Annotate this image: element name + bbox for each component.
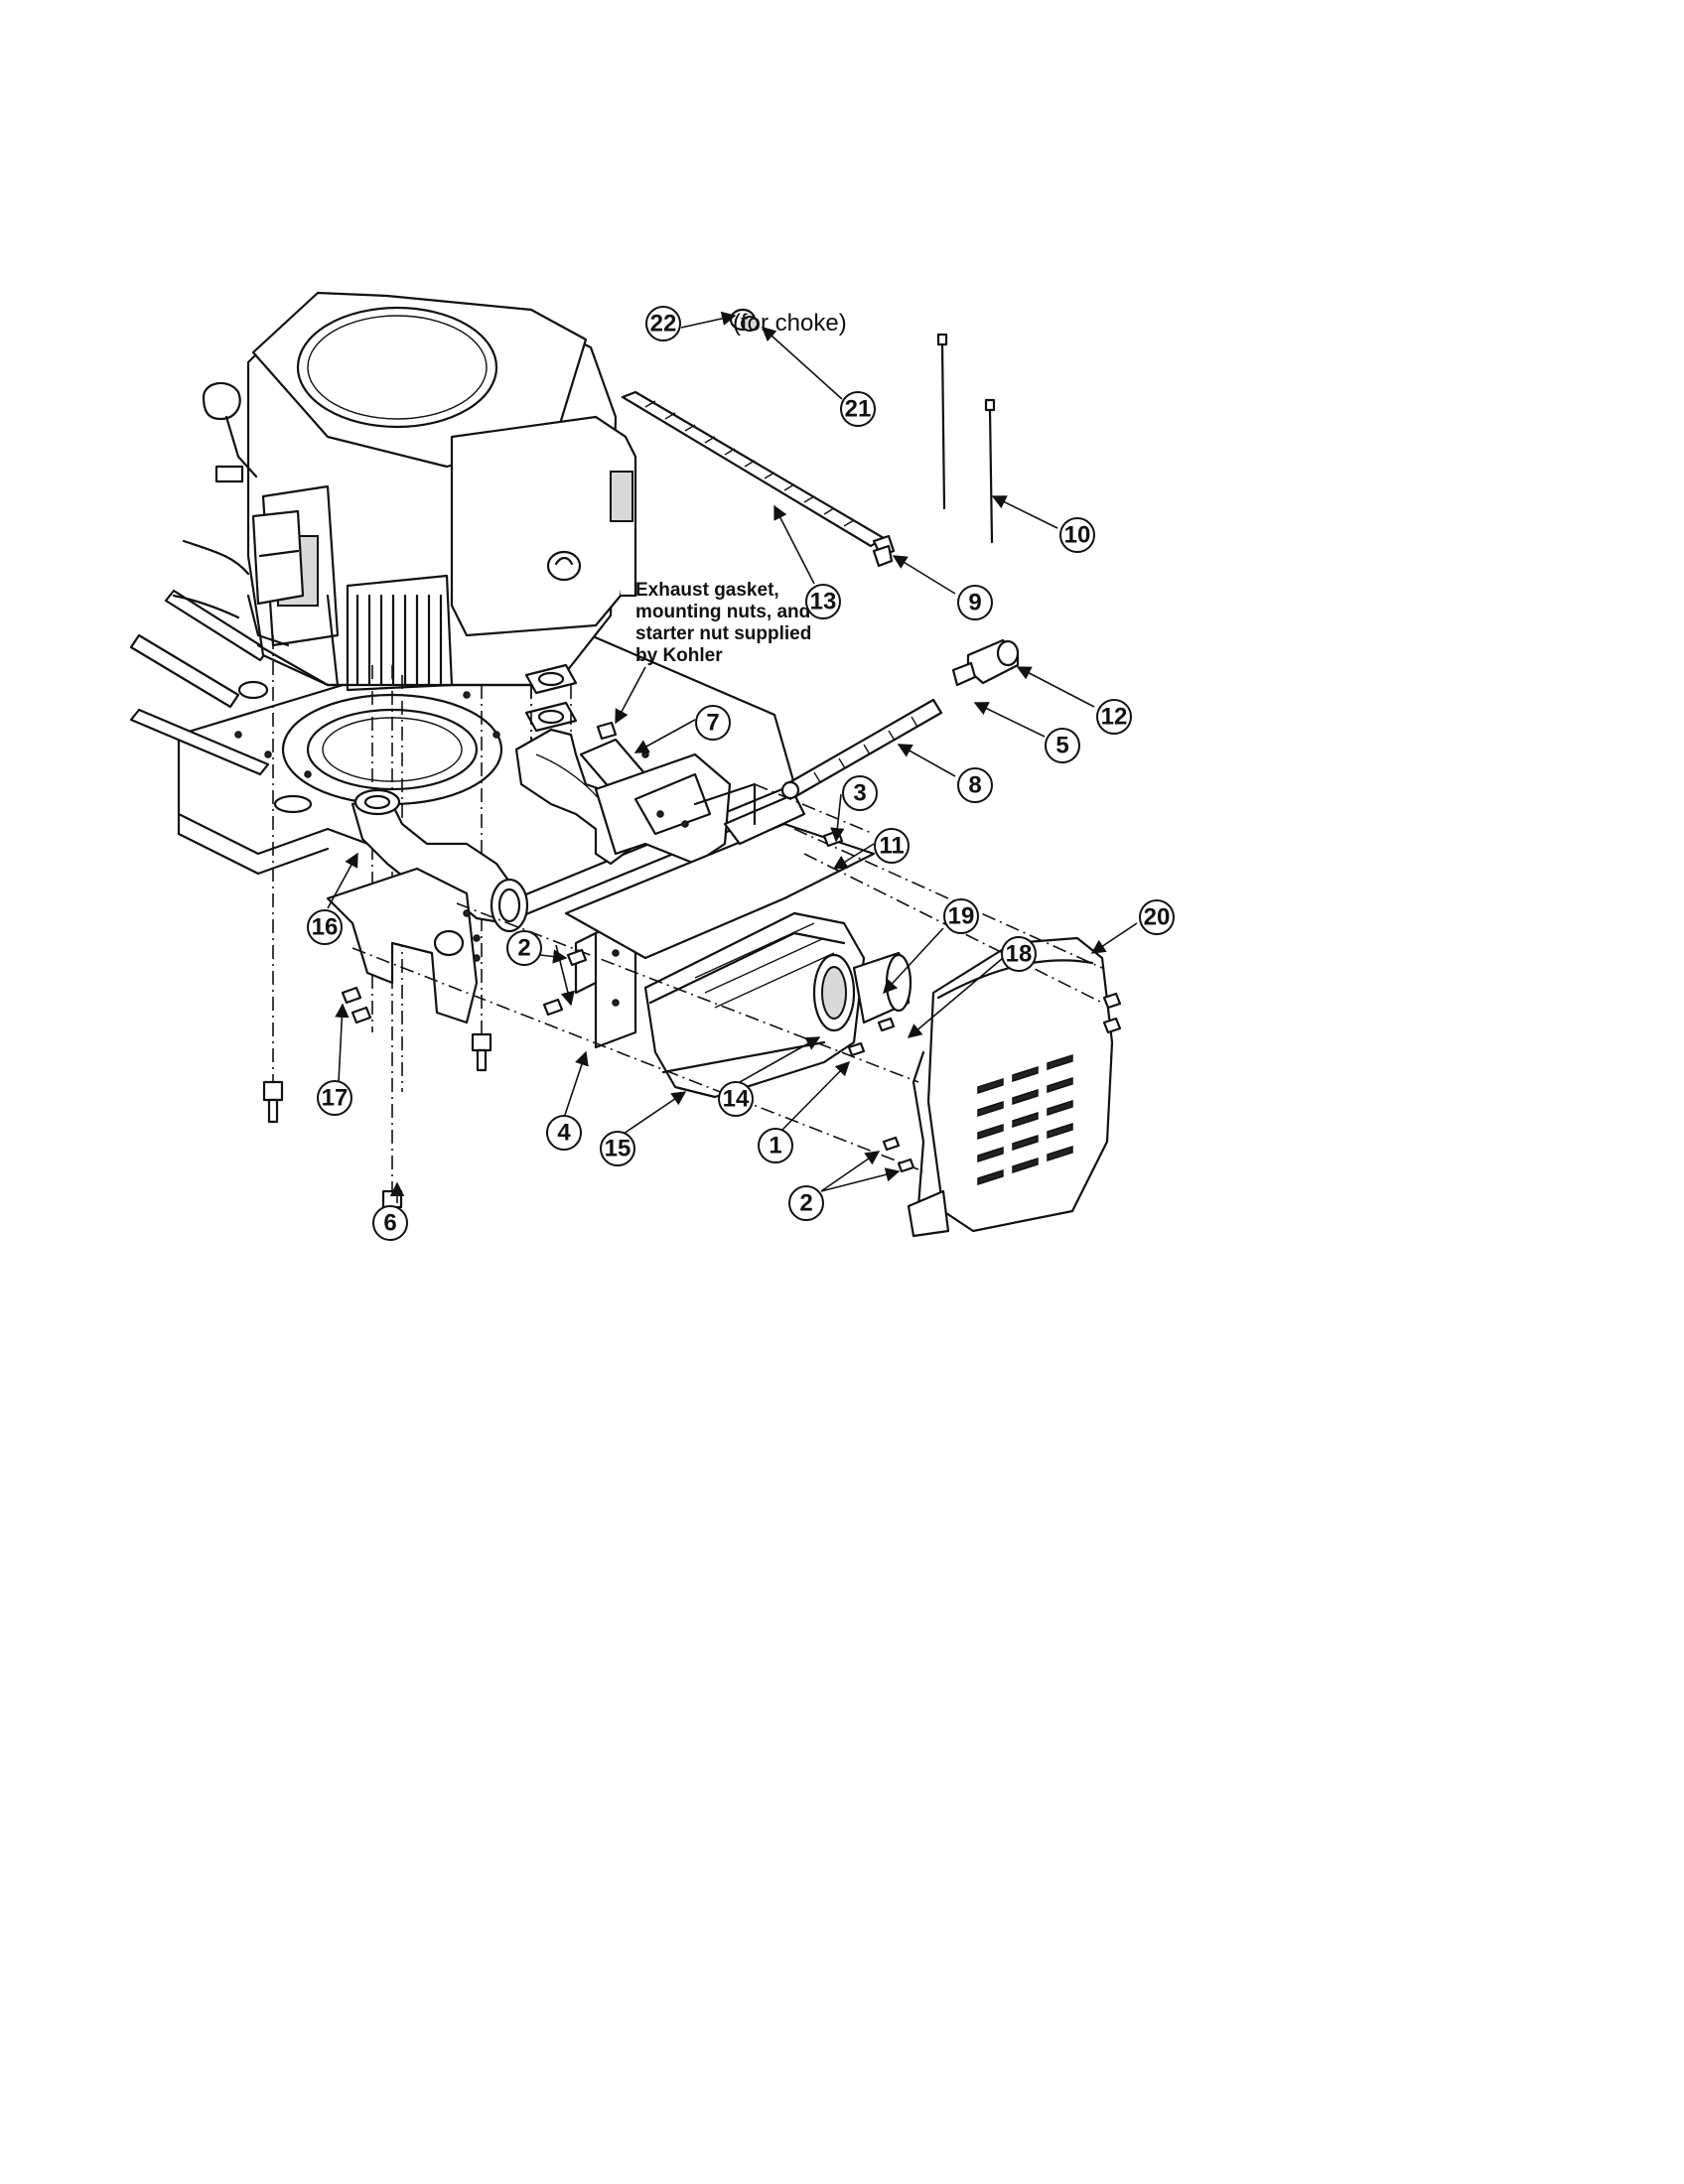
svg-text:19: 19 [948, 903, 975, 930]
muffler [643, 911, 866, 1099]
fuel-filter-12-5 [951, 638, 1020, 687]
callout-10: 10 [1059, 517, 1095, 553]
svg-text:16: 16 [312, 914, 339, 941]
callout-12: 12 [1096, 699, 1132, 735]
callout-6: 6 [372, 1205, 408, 1241]
leader-lines [327, 311, 1138, 1203]
svg-text:9: 9 [968, 590, 981, 616]
svg-text:21: 21 [845, 396, 872, 423]
callout-16: 16 [307, 909, 343, 945]
callout-2-upper: 2 [506, 930, 542, 966]
clip-9 [872, 544, 894, 568]
svg-text:13: 13 [810, 589, 837, 615]
callout-21: 21 [840, 391, 876, 427]
callout-5: 5 [1045, 728, 1080, 763]
svg-text:12: 12 [1101, 704, 1128, 731]
callout-22: 22 [645, 306, 681, 341]
fuel-hose-8 [780, 698, 943, 800]
exhaust-pipe-7 [514, 728, 647, 866]
svg-text:22: 22 [650, 311, 677, 338]
svg-text:10: 10 [1064, 522, 1091, 549]
callout-15: 15 [600, 1131, 635, 1166]
front-grille-screen [907, 936, 1122, 1238]
muffler-support-bracket [564, 782, 876, 960]
engine-mount-bolts [262, 1032, 492, 1229]
choke-note: (for choke) [733, 310, 847, 337]
svg-text:1: 1 [769, 1133, 781, 1160]
choke-knob-22-21 [729, 308, 759, 332]
callout-4: 4 [546, 1115, 582, 1151]
callout-3: 3 [842, 775, 878, 811]
svg-text:2: 2 [799, 1190, 812, 1217]
exhaust-pipe-16 [351, 788, 529, 933]
exhaust-note-line-3: starter nut supplied [635, 623, 811, 644]
callout-13: 13 [805, 584, 841, 619]
callout-7: 7 [695, 705, 731, 741]
cable-ties-10 [936, 333, 996, 544]
svg-text:2: 2 [517, 935, 530, 962]
svg-text:5: 5 [1055, 733, 1068, 759]
callout-14: 14 [718, 1081, 754, 1117]
exhaust-note: Exhaust gasket, mounting nuts, and start… [635, 580, 811, 666]
svg-text:3: 3 [853, 780, 866, 807]
engine-assembly [202, 291, 637, 692]
exhaust-note-line-1: Exhaust gasket, [635, 580, 779, 601]
callout-20: 20 [1139, 899, 1175, 935]
callout-17: 17 [317, 1080, 352, 1116]
svg-text:20: 20 [1144, 904, 1171, 931]
choke-cable-13 [621, 390, 896, 558]
muffler-bracket [574, 916, 637, 1049]
exhaust-note-line-4: by Kohler [635, 645, 723, 666]
callout-9: 9 [957, 585, 993, 620]
callout-18: 18 [1001, 936, 1037, 972]
spark-arrestor [812, 951, 912, 1032]
svg-text:18: 18 [1006, 941, 1033, 968]
exhaust-note-line-2: mounting nuts, and [635, 602, 810, 622]
callout-1: 1 [758, 1128, 793, 1163]
callout-8: 8 [957, 767, 993, 803]
exhaust-gaskets [524, 663, 618, 774]
svg-text:14: 14 [723, 1086, 750, 1113]
callout-19: 19 [943, 898, 979, 934]
svg-text:11: 11 [879, 833, 904, 860]
svg-text:6: 6 [383, 1210, 396, 1237]
svg-text:4: 4 [557, 1120, 571, 1147]
grille-slots [977, 1053, 1073, 1186]
svg-text:17: 17 [322, 1085, 349, 1112]
callout-2-lower: 2 [788, 1185, 824, 1221]
front-bracket-left [326, 867, 481, 1024]
svg-text:7: 7 [706, 710, 719, 737]
svg-text:15: 15 [605, 1136, 632, 1162]
svg-text:8: 8 [968, 772, 981, 799]
callout-11: 11 [874, 828, 910, 864]
